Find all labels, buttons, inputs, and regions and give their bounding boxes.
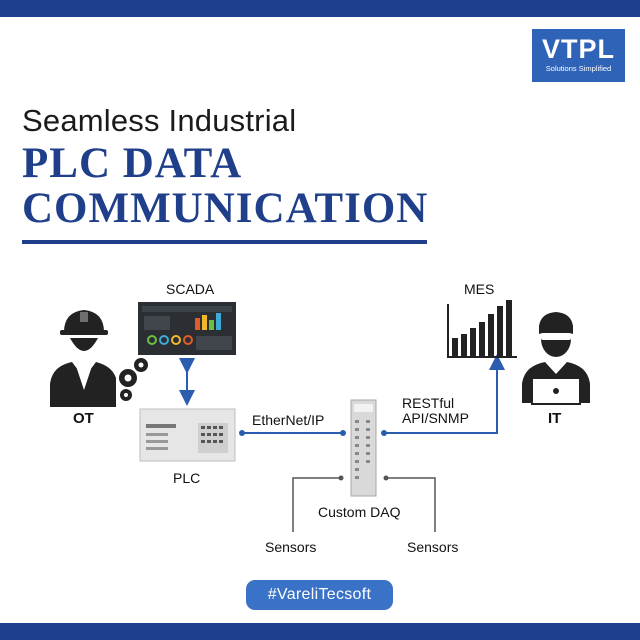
- plc-device-icon: [139, 408, 236, 462]
- logo-text: VTPL: [541, 34, 615, 64]
- scada-screen-icon: [138, 302, 236, 355]
- sensor-left-link: [292, 477, 341, 532]
- it-label: IT: [548, 410, 562, 427]
- bottom-bar: [0, 623, 640, 640]
- sensor-left-link-end: [338, 475, 344, 481]
- rest-label-line2: API/SNMP: [402, 410, 469, 426]
- subtitle: Seamless Industrial: [22, 103, 297, 138]
- hashtag-badge[interactable]: #VareliTecsoft: [246, 580, 393, 610]
- sensor-right-link: [386, 477, 436, 532]
- mes-label: MES: [464, 281, 495, 297]
- ot-label: OT: [73, 410, 94, 427]
- daq-label: Custom DAQ: [318, 504, 401, 520]
- mes-bar-chart-icon: [447, 300, 517, 358]
- brand-logo: VTPL Solutions Simplified: [532, 29, 625, 82]
- rest-link-start: [381, 430, 387, 436]
- sensor-right-link-end: [383, 475, 389, 481]
- gears-icon: [119, 358, 148, 401]
- rest-label-line1: RESTful: [402, 395, 455, 411]
- it-person-icon: [522, 312, 590, 405]
- sensors-right-label: Sensors: [407, 539, 459, 555]
- rest-link: [384, 354, 505, 434]
- plc-label: PLC: [173, 470, 201, 486]
- ethernet-link-end: [340, 430, 346, 436]
- scada-label: SCADA: [166, 281, 215, 297]
- sensors-left-label: Sensors: [265, 539, 317, 555]
- title-line-2: COMMUNICATION: [22, 185, 429, 232]
- top-bar: [0, 0, 640, 17]
- ethernet-label: EtherNet/IP: [252, 412, 325, 428]
- logo-tagline: Solutions Simplified: [545, 64, 612, 73]
- title-line-1: PLC DATA: [22, 140, 243, 187]
- ot-worker-icon: [50, 310, 116, 407]
- title-underline: [22, 240, 427, 244]
- daq-module-icon: [350, 399, 377, 497]
- ethernet-link-start: [239, 430, 245, 436]
